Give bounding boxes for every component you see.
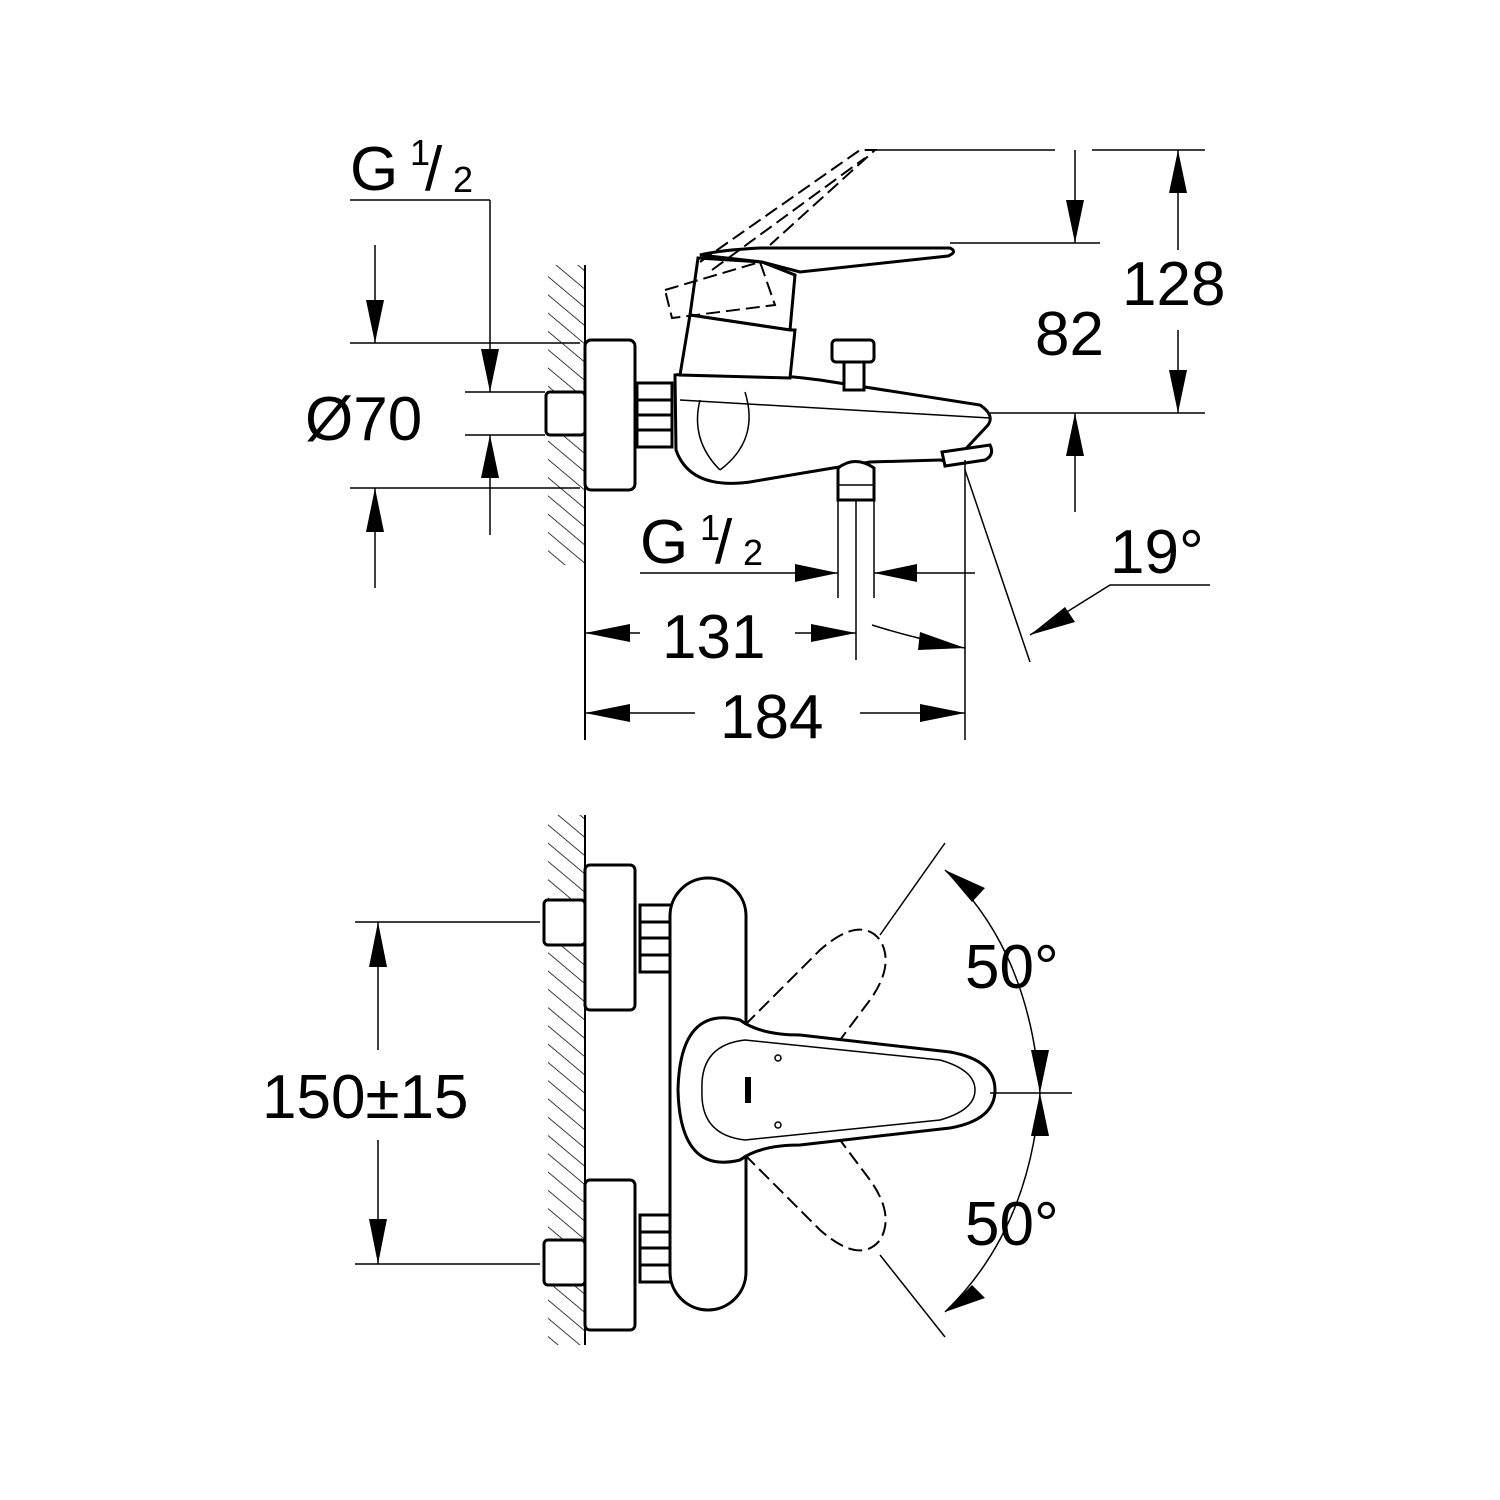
thread-top-letter: G	[350, 135, 398, 204]
lever-top	[676, 1016, 997, 1164]
diverter-stem	[842, 360, 866, 392]
angle-line-up	[879, 842, 946, 936]
hex-nut-lower	[638, 1213, 674, 1284]
length-184-label: 184	[720, 683, 823, 752]
body-centerline	[679, 399, 991, 419]
thread-top-den: 2	[453, 159, 473, 200]
hex-nut-upper	[638, 903, 674, 974]
thread-bottom-slash: /	[715, 508, 733, 577]
lever-rotated-down	[744, 1139, 887, 1252]
connector-upper	[542, 898, 587, 947]
thread-bottom-num: 1	[700, 507, 720, 548]
angle-50-up-label: 50°	[965, 933, 1059, 1002]
cartridge	[678, 313, 797, 380]
height-dimensions	[875, 149, 1205, 512]
angle-leader	[1029, 584, 1210, 636]
lever-raised-dashed-2	[711, 157, 866, 271]
angle-line	[964, 469, 1031, 663]
thread-top-slash: /	[425, 135, 443, 204]
escutcheon-upper	[583, 863, 637, 1012]
height-82-label: 82	[1035, 300, 1104, 369]
connector-lower	[542, 1238, 587, 1287]
escutcheon	[583, 338, 637, 492]
spout-outlet	[940, 443, 994, 468]
hex-nut	[635, 381, 674, 449]
diameter-dimension	[350, 199, 580, 588]
thread-bottom-den: 2	[743, 532, 763, 573]
spacing-label: 150±15	[262, 1063, 468, 1132]
thread-top-num: 1	[410, 132, 430, 173]
length-131-label: 131	[662, 603, 765, 672]
diameter-label: Ø70	[305, 385, 422, 454]
thread-label-top: G 1 / 2	[350, 132, 473, 204]
angle-19-label: 19°	[1110, 518, 1204, 587]
top-view: 50° 50° 150±15	[262, 815, 1072, 1345]
diverter-knob	[830, 338, 876, 364]
lever-inner	[701, 1039, 976, 1141]
lever	[699, 246, 955, 274]
height-128-label: 128	[1122, 250, 1225, 319]
connector-nut	[544, 390, 587, 437]
mixer-body	[673, 371, 992, 485]
thread-label-bottom: G 1 / 2	[640, 507, 763, 577]
side-view: G 1 / 2 Ø70 82 128 G 1 / 2	[305, 132, 1225, 752]
bath-outlet	[836, 460, 876, 502]
thread-bottom-letter: G	[640, 508, 688, 577]
angle-50-down-label: 50°	[965, 1190, 1059, 1259]
angle-line-down	[879, 1254, 946, 1338]
escutcheon-lower	[583, 1178, 637, 1332]
body-curve	[696, 391, 750, 471]
lever-raised-dashed	[699, 149, 878, 263]
lever-raised-outline	[663, 260, 777, 320]
lever-rotated-up	[744, 928, 887, 1041]
indicator-mark	[745, 1077, 751, 1103]
